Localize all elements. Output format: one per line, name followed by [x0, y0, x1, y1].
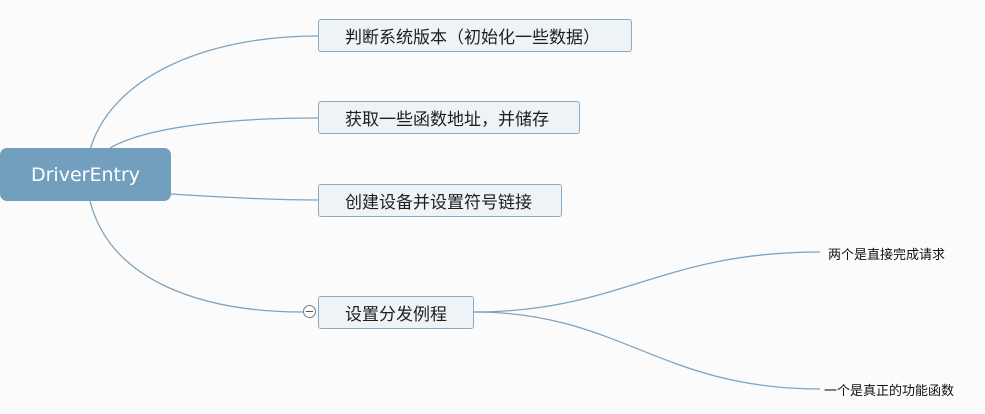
topic-node-label: 设置分发例程 [345, 305, 447, 325]
collapse-toggle-icon[interactable] [303, 305, 316, 318]
topic-node-check-system-version[interactable]: 判断系统版本（初始化一些数据） [318, 19, 632, 52]
connector-root-to-topic-2 [109, 117, 319, 149]
topic-node-get-function-addresses[interactable]: 获取一些函数地址，并储存 [318, 101, 580, 134]
root-node-driverentry[interactable]: DriverEntry [0, 148, 171, 201]
subtopic-node-label: 两个是直接完成请求 [828, 248, 946, 263]
topic-node-label: 获取一些函数地址，并储存 [345, 110, 549, 130]
subtopic-node-real-function[interactable]: 一个是真正的功能函数 [824, 380, 954, 399]
topic-node-set-dispatch-routines[interactable]: 设置分发例程 [318, 296, 474, 329]
connector-topic-4-to-subtopic-1 [473, 251, 821, 313]
connector-root-to-topic-3 [170, 193, 319, 201]
subtopic-node-label: 一个是真正的功能函数 [824, 384, 955, 399]
connector-root-to-topic-4 [89, 200, 304, 313]
connector-topic-4-to-subtopic-2 [473, 311, 821, 390]
topic-node-create-device-symlink[interactable]: 创建设备并设置符号链接 [318, 184, 562, 217]
root-node-label: DriverEntry [30, 163, 141, 186]
topic-node-label: 判断系统版本（初始化一些数据） [345, 28, 600, 48]
topic-node-label: 创建设备并设置符号链接 [345, 193, 532, 213]
connector-root-to-topic-1 [89, 35, 319, 151]
subtopic-node-complete-request[interactable]: 两个是直接完成请求 [828, 244, 945, 263]
